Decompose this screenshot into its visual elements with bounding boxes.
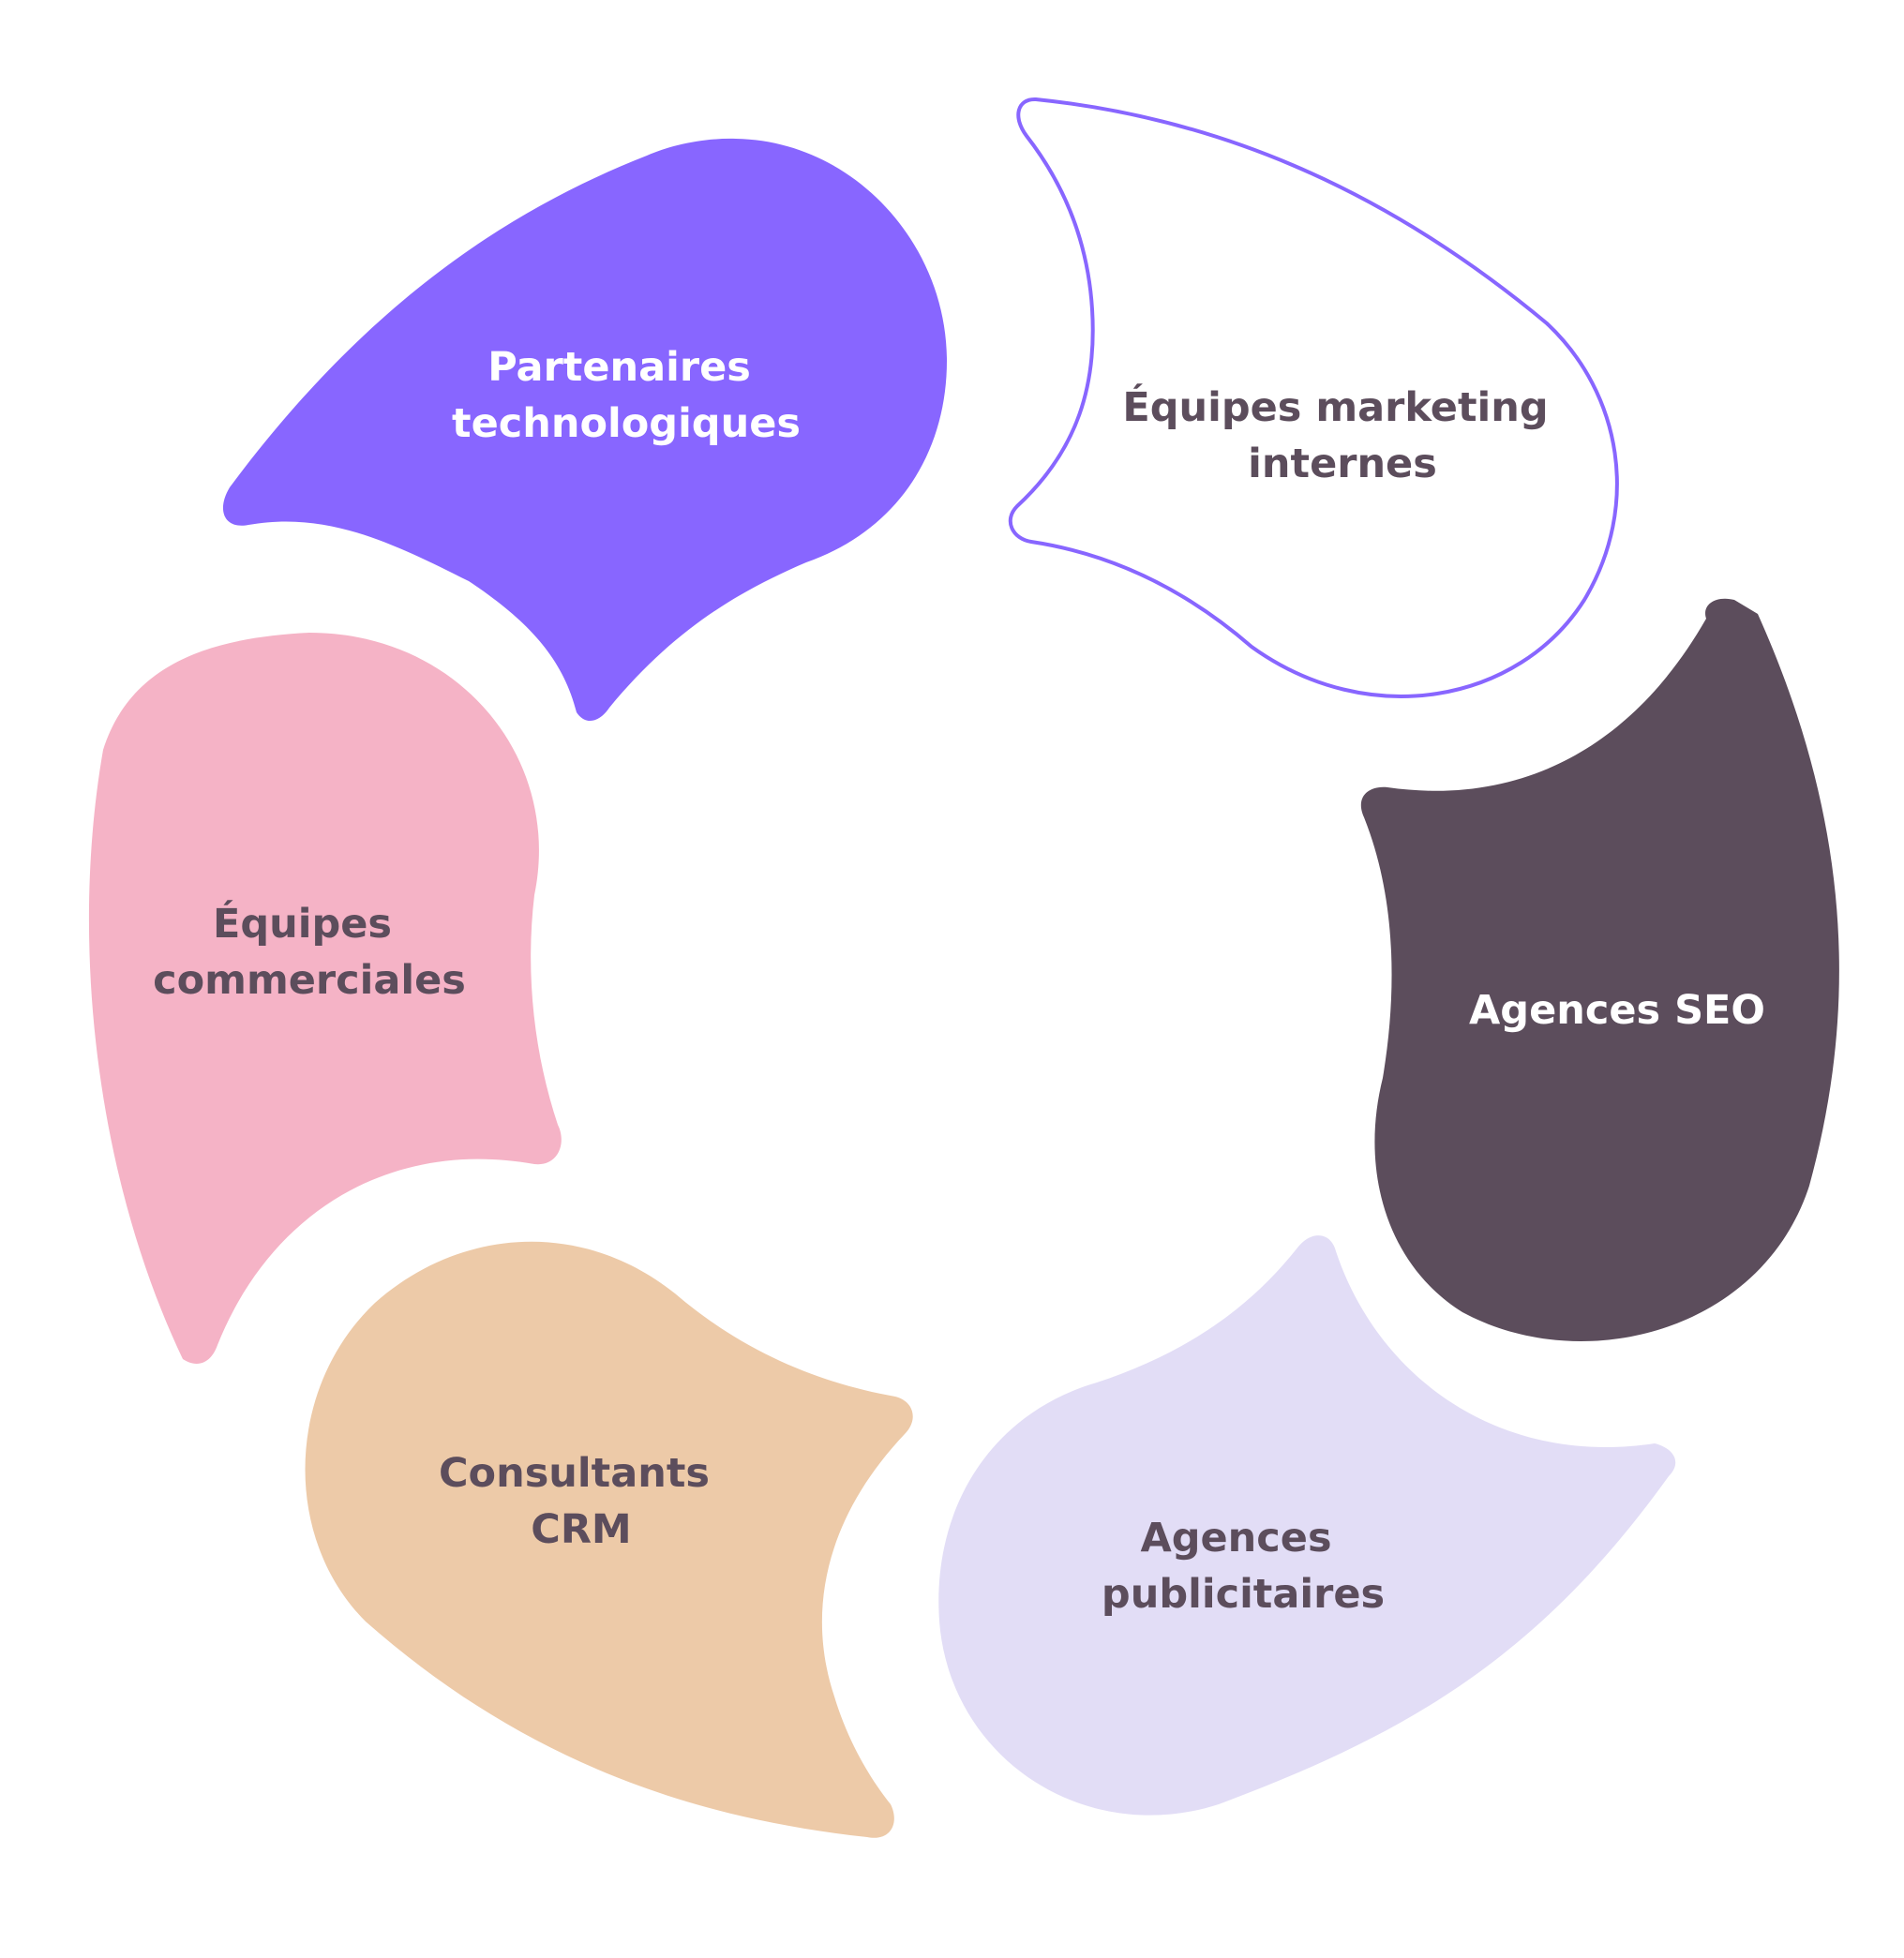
segment-label: Équipes marketing internes [1122,383,1562,487]
segment-consultants-crm: Consultants CRM [305,1241,913,1838]
label-line-1: Partenaires [487,344,751,391]
segment-shape [1360,598,1839,1342]
label-line-1: Agences [1140,1515,1331,1562]
label-line-1: Équipes [213,900,392,948]
segment-equipes-marketing-internes: Équipes marketing internes [1008,97,1619,698]
label-line-2: CRM [531,1506,631,1553]
segment-shape [222,138,948,722]
segment-shape [305,1241,913,1838]
segment-shape [1008,97,1619,698]
segment-partenaires-technologiques: Partenaires technologiques [222,138,948,722]
label-line-1: Agences SEO [1469,987,1765,1034]
segment-label: Partenaires technologiques [452,344,801,447]
label-line-2: commerciales [153,957,466,1004]
segment-shape [88,633,562,1364]
segment-label: Équipes commerciales [153,900,466,1004]
label-line-1: Équipes marketing [1122,383,1548,431]
label-line-2: internes [1248,441,1437,487]
segment-label: Agences publicitaires [1102,1515,1385,1618]
label-line-2: technologiques [452,400,801,447]
segment-label: Consultants CRM [439,1450,724,1553]
label-line-1: Consultants [439,1450,710,1497]
segment-agences-publicitaires: Agences publicitaires [938,1235,1676,1816]
segment-label: Agences SEO [1469,987,1765,1034]
segment-agences-seo: Agences SEO [1360,598,1839,1342]
label-line-2: publicitaires [1102,1571,1385,1618]
segment-equipes-commerciales: Équipes commerciales [88,633,562,1364]
segment-shape [938,1235,1676,1816]
